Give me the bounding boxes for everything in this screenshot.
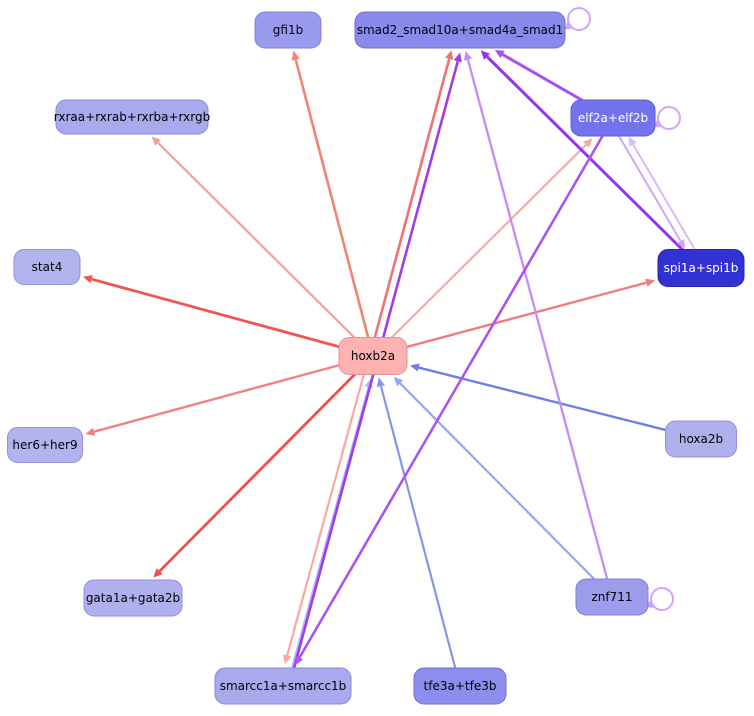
edge-hoxb2a-rxraa — [157, 141, 374, 357]
self-loop-arrowhead-elf2a — [653, 118, 663, 127]
node-label-rxraa: rxraa+rxrab+rxrba+rxrgb — [54, 110, 210, 124]
node-label-smarcc1a: smarcc1a+smarcc1b — [220, 679, 347, 693]
arrowhead-hoxb2a-elf2a — [583, 138, 593, 148]
arrowhead-hoxb2a-gfi1b — [291, 50, 300, 61]
edge-hoxb2a-smad2 — [368, 58, 451, 356]
node-label-hoxb2a: hoxb2a — [351, 349, 395, 363]
node-label-gata1a: gata1a+gata2b — [86, 591, 180, 605]
arrowhead-spi1a-elf2a — [628, 136, 637, 147]
node-layer: gfi1b smad2_smad10a+smad4a_smad1 rxraa+rxr… — [7, 11, 745, 705]
edge-hoxb2a-spi1a — [372, 281, 647, 358]
node-smarcc1a[interactable] — [214, 667, 352, 705]
node-znf711[interactable] — [575, 578, 649, 616]
node-label-stat4: stat4 — [32, 260, 63, 274]
arrowhead-tfe3a-hoxb2a — [376, 377, 386, 388]
node-rxraa[interactable] — [55, 99, 209, 135]
arrowhead-spi1a-smad2 — [480, 50, 491, 60]
edge-znf711-hoxb2a — [399, 382, 613, 598]
node-hoxa2b[interactable] — [665, 420, 737, 458]
arrowhead-hoxb2a-gata1a — [153, 568, 163, 578]
edge-spi1a-smad2 — [486, 55, 703, 270]
arrowhead-smarcc1a-smad2 — [453, 52, 462, 63]
self-loop-arrowhead-znf711 — [646, 598, 655, 608]
node-spi1a[interactable] — [657, 249, 745, 287]
arrowhead-elf2a-smad2 — [494, 49, 505, 59]
node-gata1a[interactable] — [83, 579, 183, 617]
arrowhead-hoxb2a-smarcc1a — [283, 654, 292, 665]
node-label-hoxa2b: hoxa2b — [679, 432, 723, 446]
self-loop-arrowhead-smad2 — [564, 20, 574, 30]
edge-spi1a-elf2a — [632, 143, 706, 267]
edge-elf2a-spi1a — [608, 119, 682, 242]
arrowhead-hoxb2a-stat4 — [82, 275, 93, 284]
edge-znf711-smad2 — [466, 59, 614, 598]
self-loop-smad2 — [567, 7, 591, 31]
arrowhead-elf2a-smarcc1a — [295, 655, 304, 666]
node-label-tfe3a: tfe3a+tfe3b — [424, 679, 497, 693]
node-hoxb2a[interactable] — [338, 337, 408, 375]
arrowhead-znf711-hoxb2a — [393, 376, 404, 387]
edge-hoxb2a-gata1a — [158, 355, 374, 573]
node-label-her6: her6+her9 — [12, 438, 77, 452]
node-gfi1b[interactable] — [254, 11, 322, 49]
edge-hoxb2a-smarcc1a — [286, 354, 371, 656]
node-label-gfi1b: gfi1b — [273, 23, 303, 37]
node-label-elf2a: elf2a+elf2b — [578, 111, 648, 125]
node-label-smad2: smad2_smad10a+smad4a_smad1 — [357, 23, 564, 37]
edge-hoxb2a-gfi1b — [294, 59, 375, 357]
edge-hoxb2a-stat4 — [91, 277, 374, 358]
edge-hoxb2a-her6 — [93, 354, 374, 433]
edge-tfe3a-hoxb2a — [379, 385, 462, 687]
node-her6[interactable] — [7, 427, 83, 463]
node-elf2a[interactable] — [570, 99, 656, 137]
node-tfe3a[interactable] — [413, 667, 507, 705]
arrowhead-hoxa2b-hoxb2a — [409, 363, 420, 372]
arrowhead-znf711-smad2 — [463, 50, 472, 61]
node-label-znf711: znf711 — [591, 590, 632, 604]
edge-hoxb2a-elf2a — [372, 143, 587, 357]
arrowhead-hoxb2a-her6 — [85, 427, 96, 436]
arrowhead-elf2a-spi1a — [676, 238, 686, 249]
node-label-spi1a: spi1a+spi1b — [664, 261, 739, 275]
edge-elf2a-smarcc1a — [298, 117, 615, 659]
arrowhead-hoxb2a-smad2 — [445, 50, 454, 60]
node-stat4[interactable] — [13, 249, 81, 285]
arrowhead-hoxb2a-rxraa — [151, 136, 161, 146]
arrowhead-hoxb2a-spi1a — [645, 278, 656, 287]
node-smad2[interactable] — [354, 11, 566, 49]
